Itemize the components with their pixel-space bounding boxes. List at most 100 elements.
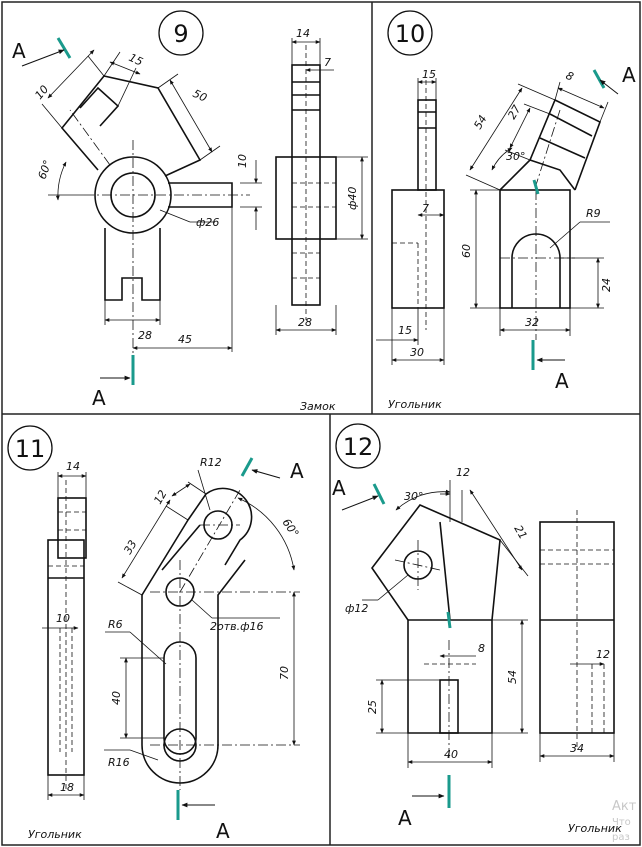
dim-15: 15 bbox=[422, 68, 436, 81]
panel-9-cutting-plane bbox=[21, 37, 135, 385]
panel-11-side-dims bbox=[42, 472, 87, 800]
dim-45: 45 bbox=[178, 333, 192, 346]
panel-12-side-dims bbox=[539, 662, 615, 762]
svg-text:9: 9 bbox=[173, 20, 188, 48]
dim-angle-30: 30° bbox=[506, 150, 526, 163]
dim-8: 8 bbox=[564, 69, 576, 84]
panel-11-cutting-plane bbox=[176, 457, 281, 820]
panel-10: 10 15 7 15 30 bbox=[376, 10, 636, 411]
panel-10-caption: Угольник bbox=[388, 398, 442, 411]
dim-8: 8 bbox=[478, 642, 485, 655]
panel-9-side-dims bbox=[275, 38, 368, 335]
dim-10b: 10 bbox=[236, 154, 249, 168]
dim-18: 18 bbox=[60, 781, 74, 794]
dim-54: 54 bbox=[506, 670, 519, 684]
dim-r9: R9 bbox=[586, 207, 601, 220]
panel-10-number-circle: 10 bbox=[387, 10, 433, 56]
panel-11-side-view bbox=[47, 497, 87, 776]
dim-holes: 2отв.ф16 bbox=[210, 620, 264, 633]
dim-40: 40 bbox=[110, 691, 123, 705]
dim-33: 33 bbox=[121, 538, 139, 557]
dim-d26: ф26 bbox=[196, 216, 219, 229]
panel-12: 12 bbox=[332, 423, 622, 835]
panel-11-side-hidden bbox=[48, 480, 86, 790]
svg-text:10: 10 bbox=[395, 20, 426, 48]
dim-d12: ф12 bbox=[345, 602, 368, 615]
dim-25: 25 bbox=[366, 700, 379, 714]
dim-r16: R16 bbox=[108, 756, 130, 769]
dim-d40: ф40 bbox=[346, 187, 359, 210]
panel-9-dimension-lines bbox=[41, 49, 262, 352]
dim-15: 15 bbox=[127, 51, 145, 69]
dim-r6: R6 bbox=[108, 618, 123, 631]
dim-10a: 10 bbox=[32, 83, 51, 102]
cut-label-a-bottom: A bbox=[92, 386, 106, 410]
dim-28b: 28 bbox=[298, 316, 312, 329]
dim-14: 14 bbox=[296, 27, 310, 40]
dim-54: 54 bbox=[471, 113, 489, 132]
watermark: Акт Что раз bbox=[612, 799, 637, 843]
dim-40: 40 bbox=[444, 748, 458, 761]
svg-text:11: 11 bbox=[15, 435, 46, 463]
dim-28: 28 bbox=[138, 329, 152, 342]
dim-12: 12 bbox=[456, 466, 470, 479]
cut-label-a-bottom: A bbox=[555, 369, 569, 393]
panel-12-center-lines bbox=[394, 540, 450, 760]
panel-12-caption: Угольник bbox=[568, 822, 622, 835]
cut-label-a-top: A bbox=[12, 39, 26, 63]
dim-34: 34 bbox=[570, 742, 584, 755]
dim-70: 70 bbox=[278, 666, 291, 680]
panel-11-number-circle: 11 bbox=[7, 425, 53, 471]
panel-9-caption: Замок bbox=[300, 400, 336, 413]
panel-12-cutting-plane bbox=[341, 483, 452, 808]
panel-9-front-view bbox=[60, 75, 233, 301]
dim-angle-60: 60° bbox=[36, 158, 55, 181]
dim-30: 30 bbox=[410, 346, 424, 359]
dim-7: 7 bbox=[324, 56, 331, 69]
cut-label-a-top: A bbox=[622, 63, 636, 87]
dim-50: 50 bbox=[191, 87, 209, 105]
panel-9-center-lines bbox=[69, 109, 250, 360]
dim-15b: 15 bbox=[398, 324, 412, 337]
dim-10: 10 bbox=[56, 612, 70, 625]
panel-12-side-hidden bbox=[540, 510, 614, 750]
panel-12-front-view bbox=[371, 504, 501, 734]
watermark-line-2: Что bbox=[612, 817, 631, 828]
panel-10-front-dims bbox=[465, 81, 610, 336]
panel-11: 11 14 10 18 bbox=[7, 425, 304, 843]
dim-7: 7 bbox=[422, 202, 429, 215]
cut-label-a-bottom: A bbox=[398, 806, 412, 830]
dim-21: 21 bbox=[511, 523, 529, 542]
panel-10-front-view bbox=[499, 98, 601, 309]
cut-label-a-top: A bbox=[290, 459, 304, 483]
panel-10-cutting-plane bbox=[531, 69, 619, 370]
panel-11-center-lines bbox=[150, 489, 300, 790]
dim-r12: R12 bbox=[200, 456, 222, 469]
svg-text:12: 12 bbox=[343, 433, 374, 461]
dim-60: 60 bbox=[460, 244, 473, 258]
dim-32: 32 bbox=[525, 316, 539, 329]
panel-9-number-circle: 9 bbox=[158, 10, 204, 56]
dim-14: 14 bbox=[66, 460, 80, 473]
cut-label-a-top: A bbox=[332, 476, 346, 500]
dim-angle-60: 60° bbox=[280, 516, 302, 539]
panel-9: 9 bbox=[12, 10, 368, 413]
dim-angle-30: 30° bbox=[404, 490, 424, 503]
panel-9-side-hidden bbox=[292, 45, 336, 320]
dim-12c: 12 bbox=[596, 648, 610, 661]
dim-27: 27 bbox=[505, 103, 523, 122]
panel-10-side-dims bbox=[376, 78, 445, 365]
dim-12: 12 bbox=[151, 488, 169, 507]
watermark-line-3: раз bbox=[612, 832, 630, 843]
dim-24: 24 bbox=[600, 278, 613, 292]
watermark-line-1: Акт bbox=[612, 799, 637, 814]
panel-11-front-view bbox=[141, 487, 253, 784]
panel-10-side-hidden bbox=[392, 80, 427, 330]
panel-11-front-dims bbox=[104, 469, 296, 761]
panel-11-caption: Угольник bbox=[28, 828, 82, 841]
panel-12-number-circle: 12 bbox=[335, 423, 381, 469]
panel-12-front-dims bbox=[362, 480, 529, 768]
cut-label-a-bottom: A bbox=[216, 819, 230, 843]
